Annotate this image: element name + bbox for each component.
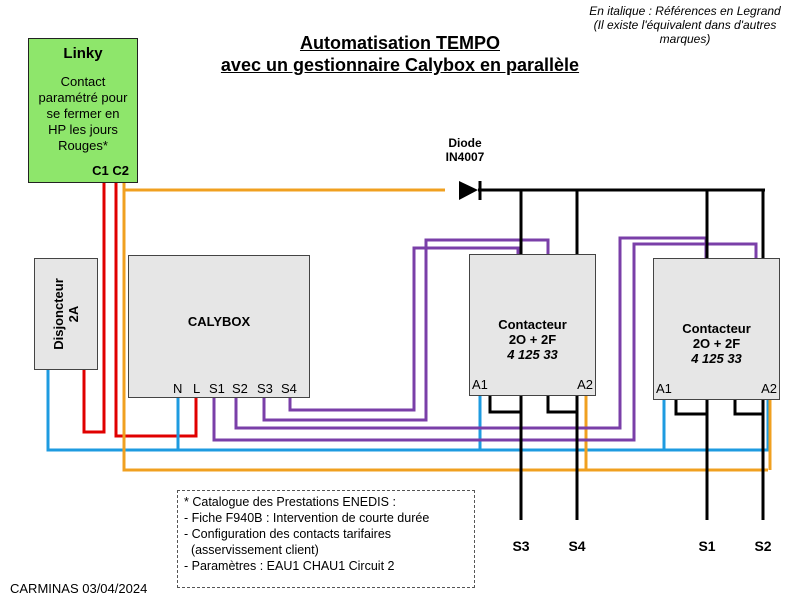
enedis-notes: * Catalogue des Prestations ENEDIS : - F…	[177, 490, 475, 588]
note-item: - Paramètres : EAU1 CHAU1 Circuit 2	[184, 559, 395, 573]
circuit-breaker: Disjoncteur 2A	[34, 258, 98, 370]
linky-desc-5: Rouges*	[58, 138, 108, 153]
title-line-1: Automatisation TEMPO	[299, 33, 500, 53]
diode-symbol	[459, 181, 482, 200]
linky-terminals: C1 C2	[92, 163, 129, 178]
linky-meter: Linky Contact paramétré pour se fermer e…	[28, 38, 138, 183]
terminal-n: N	[173, 381, 183, 396]
linky-title: Linky	[63, 45, 103, 62]
title-line-2: avec un gestionnaire Calybox en parallèl…	[220, 55, 580, 75]
contactor-1-line-2: 2O + 2F	[508, 332, 557, 347]
author-date: CARMINAS 03/04/2024	[10, 581, 148, 596]
page-title: Automatisation TEMPO avec un gestionnair…	[180, 32, 620, 76]
terminal-s2: S2	[232, 381, 248, 396]
diode-label-1: Diode	[448, 136, 482, 150]
linky-desc-4: HP les jours	[48, 122, 118, 137]
output-label-s3: S3	[512, 538, 530, 554]
breaker-line-1: Disjoncteur	[51, 278, 66, 350]
contactor-2-ref: 4 125 33	[691, 351, 742, 366]
contactor-2-line-2: 2O + 2F	[692, 336, 741, 351]
note-line-2: (Il existe l'équivalent dans d'autres	[593, 18, 777, 32]
command-wires	[122, 183, 772, 472]
note-item: - Fiche F940B : Intervention de courte d…	[184, 511, 430, 525]
terminal-s3: S3	[257, 381, 273, 396]
calybox-title: CALYBOX	[187, 314, 251, 329]
note-line-3: marques)	[659, 32, 711, 46]
note-item: - Configuration des contacts tarifaires	[184, 527, 392, 541]
terminal-s4: S4	[281, 381, 297, 396]
terminal-l: L	[193, 381, 201, 396]
linky-desc-1: Contact	[60, 74, 106, 89]
contactor-2-line-1: Contacteur	[682, 321, 751, 336]
output-label-s1: S1	[698, 538, 716, 554]
terminal-s1: S1	[209, 381, 225, 396]
contactor-2: Contacteur 2O + 2F 4 125 33 A1 A2	[653, 258, 780, 400]
contactor-1: Contacteur 2O + 2F 4 125 33 A1 A2	[469, 254, 596, 396]
linky-desc-2: paramétré pour	[38, 90, 128, 105]
calybox: CALYBOX N L S1 S2 S3 S4	[128, 255, 310, 398]
note-line-1: En italique : Références en Legrand	[589, 4, 781, 18]
contactor-1-a1: A1	[472, 377, 488, 392]
note-item: * Catalogue des Prestations ENEDIS :	[184, 495, 396, 509]
diode-label: Diode IN4007	[430, 136, 500, 164]
legend-note: En italique : Références en Legrand (Il …	[560, 4, 800, 46]
contactor-1-label: Contacteur 2O + 2F 4 125 33	[470, 317, 595, 362]
contactor-1-ref: 4 125 33	[507, 347, 558, 362]
linky-description: Contact paramétré pour se fermer en HP l…	[29, 74, 137, 154]
contactor-2-a2: A2	[761, 381, 777, 396]
linky-desc-3: se fermer en	[46, 106, 120, 121]
breaker-line-2: 2A	[66, 305, 81, 323]
contactor-1-line-1: Contacteur	[498, 317, 567, 332]
contactor-2-label: Contacteur 2O + 2F 4 125 33	[654, 321, 779, 366]
output-label-s4: S4	[568, 538, 586, 554]
phase-wires	[82, 183, 198, 438]
diode-label-2: IN4007	[445, 150, 485, 164]
power-lines	[478, 188, 765, 520]
output-label-s2: S2	[754, 538, 772, 554]
circuit-breaker-label: Disjoncteur 2A	[51, 278, 81, 350]
contactor-2-a1: A1	[656, 381, 672, 396]
note-item: (asservissement client)	[184, 543, 319, 557]
contactor-1-a2: A2	[577, 377, 593, 392]
